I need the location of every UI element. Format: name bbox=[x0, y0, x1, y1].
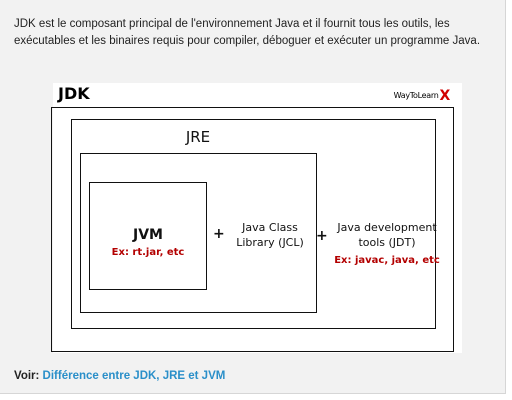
jdt-line-1: Java development bbox=[337, 221, 437, 234]
waytolearn-logo: WayToLearnX bbox=[393, 88, 451, 104]
jdt-line-2: tools (JDT) bbox=[358, 236, 416, 249]
plus-sign-jdt: + bbox=[316, 228, 328, 244]
logo-text: WayToLearn bbox=[393, 91, 439, 100]
jvm-title: JVM bbox=[133, 227, 163, 243]
see-also-link[interactable]: Différence entre JDK, JRE et JVM bbox=[42, 370, 226, 382]
intro-paragraph: JDK est le composant principal de l'envi… bbox=[14, 18, 481, 47]
jdk-box bbox=[51, 107, 454, 352]
content-panel: JDK est le composant principal de l'envi… bbox=[0, 0, 506, 394]
jre-box bbox=[80, 153, 317, 313]
jdt-label: Java development tools (JDT) bbox=[327, 220, 447, 250]
jcl-label: Java Class Library (JCL) bbox=[226, 220, 314, 250]
see-also: Voir: Différence entre JDK, JRE et JVM bbox=[14, 370, 225, 382]
jdk-title: JDK bbox=[58, 84, 90, 103]
plus-sign-jcl: + bbox=[213, 226, 225, 242]
jvm-box bbox=[89, 182, 207, 290]
logo-x-icon: X bbox=[439, 88, 451, 104]
jdk-inner-box bbox=[71, 119, 436, 329]
jcl-line-2: Library (JCL) bbox=[236, 236, 304, 249]
jvm-example: Ex: rt.jar, etc bbox=[111, 247, 185, 258]
jcl-line-1: Java Class bbox=[242, 221, 298, 234]
jre-title: JRE bbox=[185, 128, 211, 146]
jdk-diagram: JDK WayToLearnX JRE JVM Ex: rt.jar, etc … bbox=[51, 83, 462, 353]
jdt-example: Ex: javac, java, etc bbox=[334, 255, 440, 266]
see-also-prefix: Voir: bbox=[14, 370, 43, 382]
